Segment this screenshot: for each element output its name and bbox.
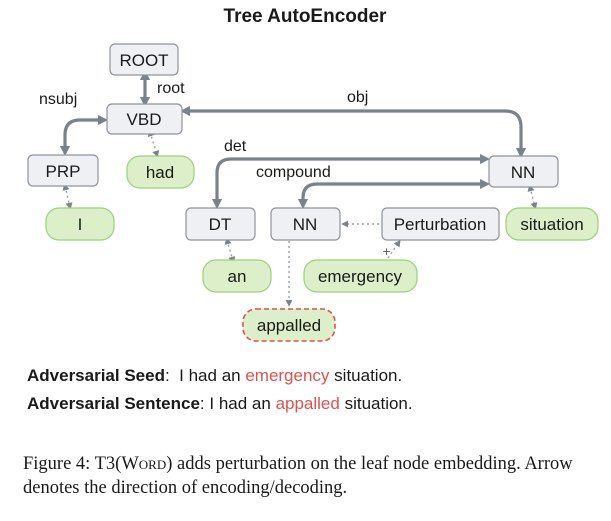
edge-label-compound: compound bbox=[256, 164, 331, 181]
node-vbd-label: VBD bbox=[127, 110, 162, 129]
leaf-an-label: an bbox=[228, 267, 247, 286]
node-vbd: VBD bbox=[106, 103, 183, 135]
node-nn-emergency: NN bbox=[270, 207, 341, 241]
adversarial-sentence-label: Adversarial Sentence bbox=[27, 394, 200, 413]
node-perturbation-label: Perturbation bbox=[394, 215, 487, 234]
tree-autoencoder-diagram: Tree AutoEncoder + root nsubj obj det co… bbox=[27, 6, 599, 342]
adversarial-sentence-line: Adversarial Sentence: I had an appalled … bbox=[27, 390, 597, 418]
adversarial-seed-label: Adversarial Seed bbox=[27, 366, 165, 385]
figure-caption-prefix: Figure 4: T3( bbox=[23, 454, 122, 474]
i-connector bbox=[62, 183, 73, 210]
det-edge bbox=[211, 153, 491, 210]
leaf-emergency-label: emergency bbox=[318, 267, 403, 286]
node-prp: PRP bbox=[27, 154, 99, 187]
situation-connector bbox=[527, 184, 538, 210]
adversarial-examples: Adversarial Seed: I had an emergency sit… bbox=[27, 362, 597, 418]
leaf-an: an bbox=[202, 259, 272, 293]
node-root-label: ROOT bbox=[119, 51, 168, 70]
node-perturbation: Perturbation bbox=[381, 207, 500, 241]
compound-edge bbox=[297, 178, 491, 210]
adversarial-seed-after: situation. bbox=[329, 366, 403, 385]
node-nn-situation: NN bbox=[488, 155, 559, 188]
leaf-situation: situation bbox=[505, 207, 599, 241]
adversarial-sentence-sep: : bbox=[199, 394, 205, 413]
leaf-i: I bbox=[45, 207, 115, 241]
edge-label-nsubj: nsubj bbox=[39, 91, 77, 108]
edge-label-root: root bbox=[157, 80, 185, 97]
node-nn-emergency-label: NN bbox=[293, 215, 318, 234]
adversarial-sentence-after: situation. bbox=[339, 394, 413, 413]
diagram-title: Tree AutoEncoder bbox=[224, 6, 388, 27]
node-dt-label: DT bbox=[209, 215, 232, 234]
adversarial-seed-line: Adversarial Seed: I had an emergency sit… bbox=[27, 362, 597, 390]
node-dt: DT bbox=[185, 207, 256, 241]
plus-sign: + bbox=[382, 245, 391, 258]
emergency-to-perturbation-connector bbox=[387, 239, 401, 259]
leaf-situation-label: situation bbox=[520, 215, 583, 234]
leaf-emergency: emergency bbox=[303, 259, 418, 293]
node-prp-label: PRP bbox=[46, 162, 81, 181]
adversarial-seed-before: I had an bbox=[179, 366, 246, 385]
node-root: ROOT bbox=[109, 43, 179, 76]
figure-caption-suffix: ) adds perturbation on the leaf node emb… bbox=[23, 454, 573, 498]
obj-edge bbox=[179, 105, 527, 159]
adversarial-seed-sep: : bbox=[164, 366, 170, 385]
leaf-had-label: had bbox=[146, 163, 174, 182]
leaf-i-label: I bbox=[78, 215, 83, 234]
leaf-appalled-label: appalled bbox=[257, 316, 321, 335]
adversarial-seed-highlight: emergency bbox=[245, 366, 330, 385]
figure-caption: Figure 4: T3(Word) adds perturbation on … bbox=[23, 452, 593, 500]
an-connector bbox=[224, 237, 236, 264]
leaf-had: had bbox=[126, 155, 195, 189]
edge-label-obj: obj bbox=[347, 89, 368, 106]
figure-caption-word: Word bbox=[121, 454, 167, 474]
adversarial-sentence-before: I had an bbox=[209, 394, 276, 413]
had-connector bbox=[147, 129, 160, 158]
nsubj-edge bbox=[59, 114, 109, 157]
node-nn-situation-label: NN bbox=[511, 163, 536, 182]
leaf-appalled: appalled bbox=[242, 308, 336, 342]
adversarial-sentence-highlight: appalled bbox=[275, 394, 340, 413]
edge-label-det: det bbox=[224, 138, 247, 155]
